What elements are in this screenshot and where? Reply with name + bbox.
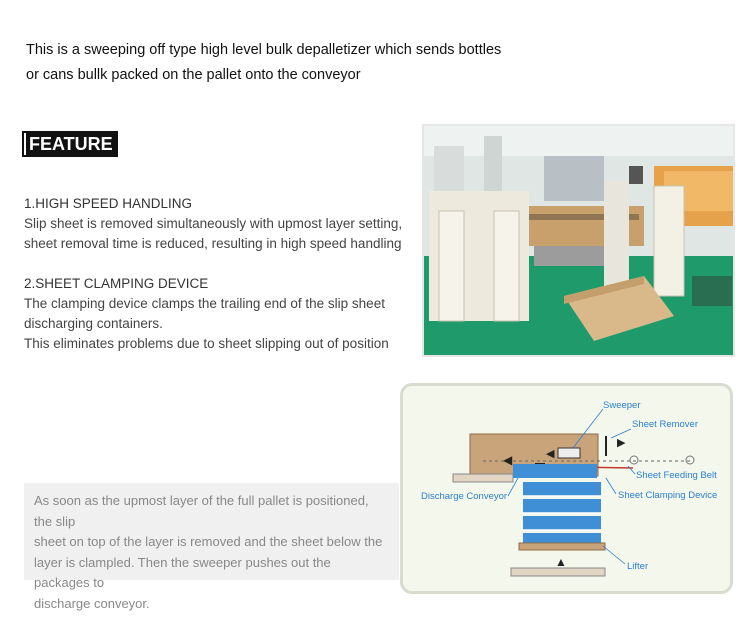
intro-text: This is a sweeping off type high level b… <box>26 38 546 88</box>
arrow-up-icon: ▲ <box>555 555 567 569</box>
feature-title: FEATURE <box>22 131 118 157</box>
factory-photo <box>422 124 735 357</box>
bottle-stack <box>513 464 601 543</box>
intro-line-1: This is a sweeping off type high level b… <box>26 42 502 58</box>
diagram-svg: ◀ ▬ ◀ ▶ ▲ Sweeper <box>421 400 717 577</box>
factory-photo-illustration <box>424 126 733 355</box>
label-sheet-feeding-belt: Sheet Feeding Belt <box>636 470 717 481</box>
process-note: As soon as the upmost layer of the full … <box>24 483 399 611</box>
sweeper-head <box>557 447 581 459</box>
lifter <box>510 567 606 577</box>
note-line: layer is clampled. Then the sweeper push… <box>34 554 331 591</box>
note-line: sheet on top of the layer is removed and… <box>34 534 383 549</box>
feature-line: discharging containers. <box>24 316 163 331</box>
pallet <box>518 542 606 551</box>
arrow-left-icon: ◀ <box>503 453 513 467</box>
label-sheet-clamping-device: Sheet Clamping Device <box>618 490 717 501</box>
feature-item-clamping: 2.SHEET CLAMPING DEVICE The clamping dev… <box>24 274 414 354</box>
label-sheet-remover: Sheet Remover <box>632 419 698 430</box>
feature-item-high-speed: 1.HIGH SPEED HANDLING Slip sheet is remo… <box>24 194 414 254</box>
depalletizer-diagram: ◀ ▬ ◀ ▶ ▲ Sweeper <box>400 383 733 594</box>
label-discharge-conveyor: Discharge Conveyor <box>421 491 507 502</box>
feature-heading: 2.SHEET CLAMPING DEVICE <box>24 276 209 291</box>
label-lifter: Lifter <box>627 561 648 572</box>
feature-line: This eliminates problems due to sheet sl… <box>24 336 389 351</box>
feature-line: The clamping device clamps the trailing … <box>24 296 385 311</box>
label-sweeper: Sweeper <box>603 400 641 411</box>
arrow-right-icon: ▶ <box>617 437 626 449</box>
note-line: discharge conveyor. <box>34 595 150 611</box>
svg-text:▬: ▬ <box>535 458 545 469</box>
arrow-left-icon: ◀ <box>546 448 555 460</box>
feature-heading: 1.HIGH SPEED HANDLING <box>24 196 193 211</box>
feature-line: sheet removal time is reduced, resulting… <box>24 236 402 251</box>
discharge-conveyor <box>452 473 514 483</box>
feature-line: Slip sheet is removed simultaneously wit… <box>24 216 403 231</box>
intro-line-2: or cans bullk packed on the pallet onto … <box>26 67 361 83</box>
note-line: As soon as the upmost layer of the full … <box>34 493 369 529</box>
